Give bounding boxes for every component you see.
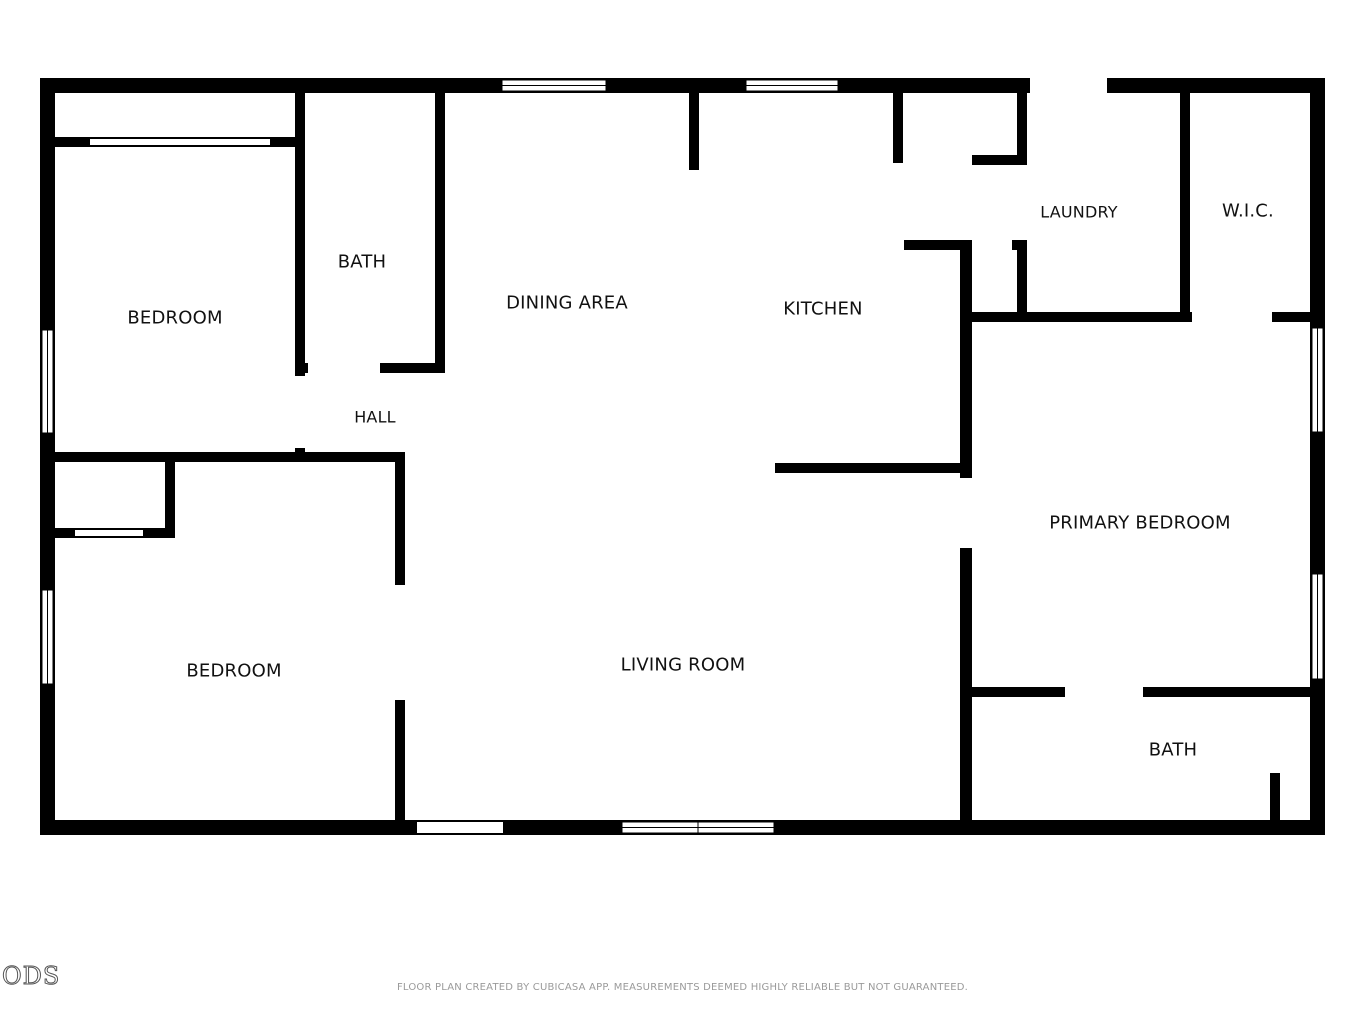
wall-kitchen-south <box>775 463 970 473</box>
room-label-primary-bedroom: PRIMARY BEDROOM <box>1049 512 1231 534</box>
exterior-wall-right <box>1310 78 1325 835</box>
room-label-dining-area: DINING AREA <box>506 292 628 314</box>
door-laundry-exterior <box>1031 80 1106 91</box>
door-pantry <box>904 157 970 163</box>
door-wic <box>1193 314 1271 320</box>
room-label-bedroom-1: BEDROOM <box>127 307 223 329</box>
wall-bath-1-east <box>435 78 445 373</box>
wall-bath-2-north-west <box>960 687 1065 697</box>
door-utility-closet <box>973 242 1011 248</box>
footer-disclaimer: FLOOR PLAN CREATED BY CUBICASA APP. MEAS… <box>396 982 969 993</box>
wall-laundry-west-lower <box>1017 240 1027 322</box>
brand-logo: ODS <box>1 962 61 991</box>
door-bath-1 <box>309 365 379 371</box>
wall-bedroom-1-east <box>295 78 305 376</box>
wall-pantry-south <box>972 155 1027 165</box>
room-label-kitchen: KITCHEN <box>783 298 863 320</box>
door-front-entry <box>417 822 503 833</box>
wall-dining-stub <box>689 78 699 170</box>
wall-wic-south <box>1272 312 1325 322</box>
room-label-hall: HALL <box>354 407 396 427</box>
closet-wall-bedroom-2-east <box>165 452 175 537</box>
wall-bath-1-south-stub <box>295 363 308 373</box>
wall-pantry-west <box>893 78 903 163</box>
exterior-wall-top-right <box>1107 78 1325 93</box>
wall-bath-2-north-east <box>1143 687 1325 697</box>
wall-kitchen-north <box>904 240 968 250</box>
door-bath-2 <box>1066 689 1142 695</box>
room-label-wic: W.I.C. <box>1222 200 1274 222</box>
wall-bath-2-stub <box>1270 773 1280 835</box>
room-label-laundry: LAUNDRY <box>1040 202 1118 222</box>
wall-kitchen-east <box>960 240 972 478</box>
room-label-bath-1: BATH <box>337 251 387 273</box>
room-label-bath-2: BATH <box>1148 739 1198 761</box>
door-closet-bedroom-2 <box>75 530 143 536</box>
door-closet-bedroom-1 <box>90 139 270 145</box>
wall-bedrooms-divider <box>40 452 405 462</box>
wall-laundry-south <box>960 312 1192 322</box>
wall-bedroom-2-east-lower <box>395 700 405 835</box>
room-label-living-room: LIVING ROOM <box>620 654 746 676</box>
wall-bath-1-south <box>380 363 445 373</box>
wall-bedroom-2-east-upper <box>395 452 405 585</box>
wall-laundry-west-upper <box>1017 78 1027 165</box>
room-label-bedroom-2: BEDROOM <box>186 660 282 682</box>
wall-wic-west <box>1180 78 1190 322</box>
